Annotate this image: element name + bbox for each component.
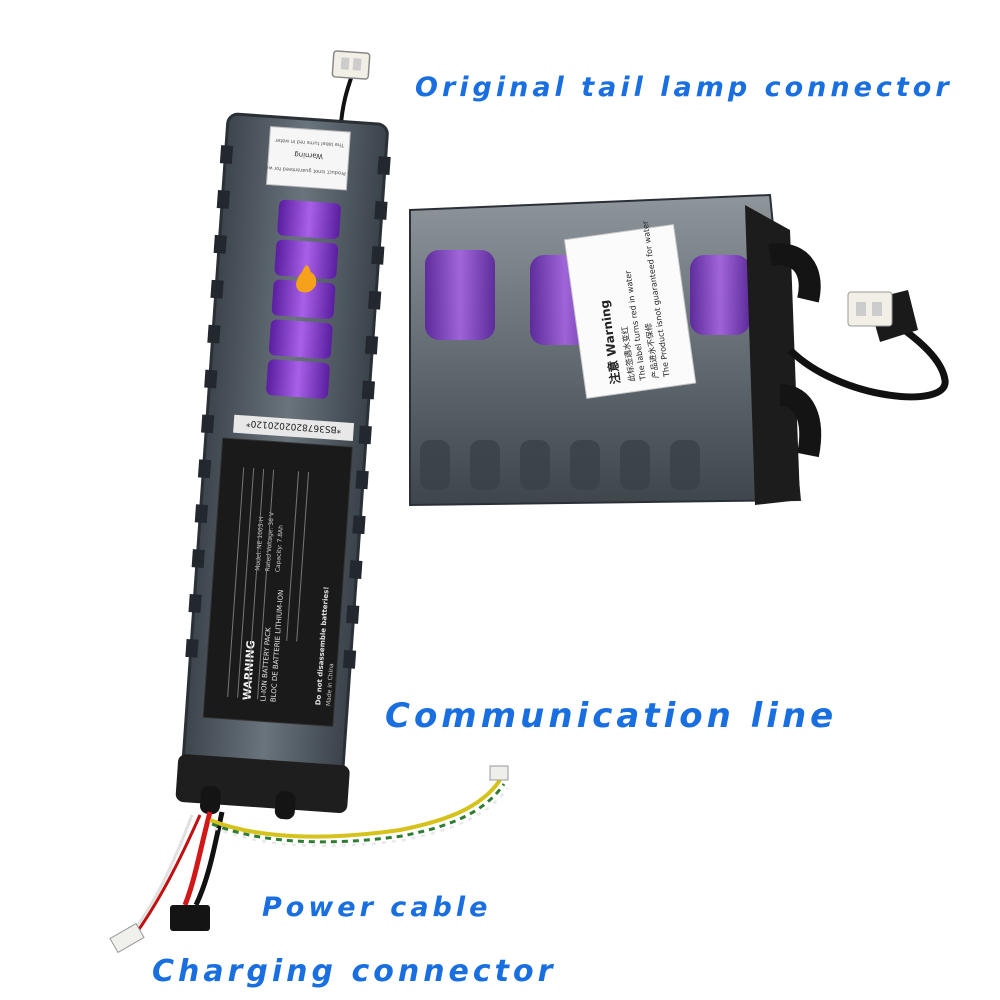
label-voltage: Rated Voltage: 36 V	[265, 511, 276, 572]
comm-plug	[489, 765, 509, 781]
svg-text:The label turns red in water: The label turns red in water	[274, 137, 345, 148]
water-label-small: Warning The label turns red in water The…	[257, 126, 358, 191]
water-indicator	[296, 265, 317, 293]
power-annotation: Power cable	[262, 892, 492, 923]
label-model: Model: NE 1003-H	[255, 517, 266, 571]
svg-text:Warning: Warning	[294, 150, 323, 160]
tail-lamp-plug	[331, 50, 371, 80]
water-label-large: 注意 Warning 此标签遇水变红 The label turns red i…	[563, 219, 697, 399]
power-plug	[170, 905, 210, 931]
charging-annotation: Charging connector	[152, 954, 557, 989]
serial-sticker	[233, 414, 355, 442]
pack-label: WARNING LI-ION BATTERY PACK BLOC DE BATT…	[202, 437, 353, 727]
zoom-tail-connector	[847, 291, 893, 327]
battery-pack: Warning The label turns red in water The…	[175, 50, 391, 820]
zoom-view: 注意 Warning 此标签遇水变红 The label turns red i…	[409, 193, 949, 507]
communication-annotation: Communication line	[385, 696, 838, 736]
tail-lamp-annotation: Original tail lamp connector	[415, 72, 953, 103]
label-capacity: Capacity: 7.8Ah	[274, 525, 284, 573]
charging-plug	[109, 922, 145, 954]
battery-cells	[266, 199, 341, 399]
label-made-in: Made in China	[325, 663, 335, 706]
cables	[109, 765, 509, 954]
